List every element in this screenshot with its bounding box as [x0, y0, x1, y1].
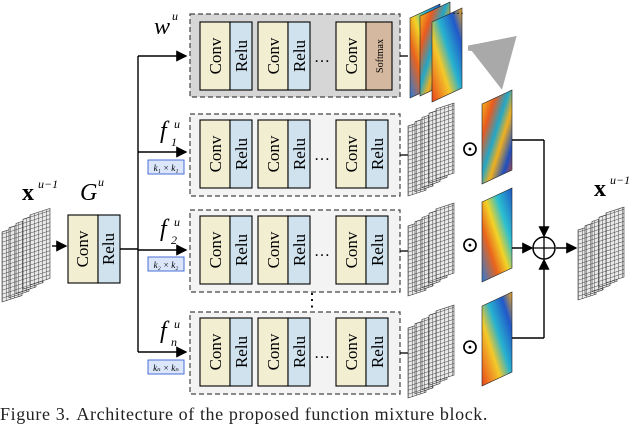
function-branch-2: Conv Relu Conv Relu … Conv Relu — [189, 209, 401, 293]
b2-conv-2: Conv — [264, 231, 283, 268]
weight-heatmap-stack: … — [409, 1, 464, 103]
weight-label-superscript: u — [172, 9, 178, 23]
odot-n: ⊙ — [461, 334, 479, 359]
gating-conv-label: Conv — [73, 230, 92, 267]
branches-vdots: ⋮ — [303, 290, 321, 310]
weight-split-arrow — [467, 35, 517, 90]
gating-block: Conv Relu — [67, 214, 121, 284]
f1-label: f — [160, 118, 170, 144]
odot-2: ⊙ — [461, 232, 479, 257]
b1-conv-2: Conv — [264, 135, 283, 172]
bn-relu-2: Relu — [290, 335, 309, 368]
weight-map-1 — [481, 89, 513, 185]
weight-relu-2: Relu — [290, 39, 309, 72]
b1-relu-2: Relu — [290, 137, 309, 170]
function-branch-n: Conv Relu Conv Relu … Conv Relu — [189, 311, 401, 395]
f1-subscript: 1 — [171, 135, 177, 149]
fn-label: f — [160, 318, 170, 344]
bn-dots: … — [314, 345, 330, 362]
kernel-badge-2: k₂ × k₂ — [147, 256, 185, 272]
weight-map-n — [481, 291, 513, 387]
weight-stack-dots: … — [452, 3, 464, 17]
output-feature-stack — [577, 206, 625, 301]
bn-relu-1: Relu — [232, 335, 251, 368]
function-branch-1: Conv Relu Conv Relu … Conv Relu — [189, 113, 401, 197]
weight-softmax: Softmax — [375, 39, 386, 73]
odot-1: ⊙ — [461, 136, 479, 161]
svg-text:k₂ × k₂: k₂ × k₂ — [154, 260, 179, 270]
branch-trunk — [120, 50, 188, 358]
sum-node — [532, 236, 556, 260]
b1-conv-3: Conv — [342, 135, 361, 172]
gating-relu-label: Relu — [99, 232, 118, 265]
input-feature-stack — [1, 208, 51, 303]
weight-conv-3: Conv — [342, 37, 361, 74]
weight-dots: … — [314, 49, 330, 66]
branch2-feature-stack — [407, 202, 455, 297]
b2-dots: … — [314, 243, 330, 260]
merge-lines — [512, 139, 578, 339]
b2-relu-2: Relu — [290, 233, 309, 266]
output-label: x — [594, 176, 606, 202]
diagram-canvas: x u−1 G u Conv Relu w u Conv Relu Conv R… — [1, 1, 630, 399]
caption-text: Architecture of the proposed function mi… — [76, 404, 488, 424]
kernel-badge-1: k₁ × k₁ — [147, 159, 185, 175]
weight-conv-1: Conv — [206, 37, 225, 74]
weight-relu-1: Relu — [232, 39, 251, 72]
b2-conv-1: Conv — [206, 231, 225, 268]
b1-dots: … — [314, 147, 330, 164]
b2-conv-3: Conv — [342, 231, 361, 268]
kernel-badge-n: kₙ × kₙ — [147, 359, 185, 375]
svg-text:k₁ × k₁: k₁ × k₁ — [154, 163, 179, 173]
output-label-superscript: u−1 — [610, 173, 630, 187]
b1-conv-1: Conv — [206, 135, 225, 172]
branch1-feature-stack — [407, 102, 455, 197]
bn-conv-2: Conv — [264, 333, 283, 370]
f1-superscript: u — [174, 117, 180, 131]
bn-relu-3: Relu — [368, 335, 387, 368]
fn-superscript: u — [174, 317, 180, 331]
bn-conv-3: Conv — [342, 333, 361, 370]
b2-relu-1: Relu — [232, 233, 251, 266]
weight-map-2 — [481, 187, 513, 283]
svg-text:kₙ × kₙ: kₙ × kₙ — [153, 363, 179, 373]
caption-prefix: Figure 3. — [0, 404, 71, 424]
input-label-superscript: u−1 — [38, 177, 58, 191]
weight-label: w — [154, 14, 170, 40]
architecture-diagram: x u−1 G u Conv Relu w u Conv Relu Conv R… — [1, 1, 630, 399]
fn-subscript: n — [171, 335, 177, 349]
gating-label-superscript: u — [98, 175, 104, 189]
weight-branch-box: Conv Relu Conv Relu … Conv Softmax — [189, 13, 401, 98]
bn-conv-1: Conv — [206, 333, 225, 370]
gating-label: G — [80, 180, 97, 206]
f2-label: f — [160, 216, 170, 242]
branchn-feature-stack — [407, 304, 455, 399]
weight-conv-2: Conv — [264, 37, 283, 74]
b1-relu-3: Relu — [368, 137, 387, 170]
b1-relu-1: Relu — [232, 137, 251, 170]
input-label: x — [22, 180, 34, 206]
f2-subscript: 2 — [171, 233, 177, 247]
figure-caption: Figure 3.Architecture of the proposed fu… — [0, 404, 640, 434]
b2-relu-3: Relu — [368, 233, 387, 266]
f2-superscript: u — [174, 215, 180, 229]
